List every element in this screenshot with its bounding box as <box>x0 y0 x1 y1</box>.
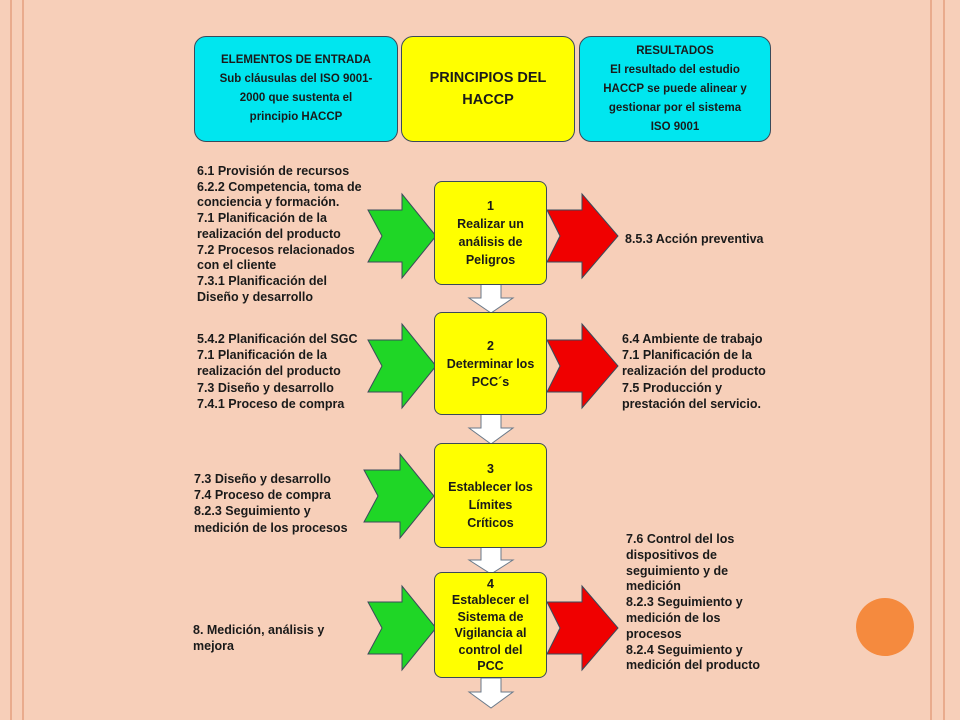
output-arrow-1 <box>546 192 619 280</box>
clause-line: 7.4 Proceso de compra <box>194 488 331 503</box>
clause-line: conciencia y formación. <box>197 195 340 210</box>
clause-line: 6.2.2 Competencia, toma de <box>197 179 362 194</box>
input-clauses-3: 7.3 Diseño y desarrollo 7.4 Proceso de c… <box>194 471 348 536</box>
step-line: Establecer el <box>451 593 530 607</box>
clause-line: 6.4 Ambiente de trabajo <box>622 332 763 346</box>
step-line: 1 <box>487 199 494 213</box>
clause-line: realización del producto <box>197 364 341 379</box>
clause-line: 8.2.4 Seguimiento y <box>626 642 743 657</box>
header-line: HACCP se puede alinear y <box>603 82 747 95</box>
clause-line: realización del producto <box>622 364 766 379</box>
clause-line: 8.5.3 Acción preventiva <box>625 232 764 246</box>
step-line: Establecer los <box>448 479 533 494</box>
clause-line: 6.1 Provisión de recursos <box>197 164 350 178</box>
clause-line: prestación del servicio. <box>622 396 761 411</box>
clause-line: 7.3 Diseño y desarrollo <box>194 472 331 486</box>
clause-line: dispositivos de <box>626 547 717 562</box>
decorative-orange-circle <box>856 598 914 656</box>
step-1-box: 1 Realizar un análisis de Peligros <box>434 181 547 285</box>
frame-line-right-2 <box>943 0 945 720</box>
header-line: El resultado del estudio <box>610 63 740 76</box>
clause-line: con el cliente <box>197 258 277 273</box>
step-line: 2 <box>487 338 494 353</box>
output-clauses-2: 6.4 Ambiente de trabajo 7.1 Planificació… <box>622 331 766 412</box>
step-line: análisis de <box>458 235 523 249</box>
clause-line: procesos <box>626 626 682 641</box>
clause-line: 7.5 Producción y <box>622 380 723 395</box>
clause-line: 5.4.2 Planificación del SGC <box>197 332 358 346</box>
clause-line: medición del producto <box>626 658 761 673</box>
output-clauses-3: 7.6 Control del los dispositivos de segu… <box>626 532 760 674</box>
header-line: HACCP <box>462 92 514 108</box>
results-header-box: RESULTADOS El resultado del estudio HACC… <box>579 36 771 142</box>
input-arrow-3 <box>363 452 435 540</box>
clause-line: medición <box>626 579 681 594</box>
input-arrow-2 <box>367 322 437 410</box>
header-line: 2000 que sustenta el <box>239 92 353 104</box>
down-arrow-3 <box>467 546 515 575</box>
frame-line-left-2 <box>22 0 24 720</box>
input-clauses-2: 5.4.2 Planificación del SGC 7.1 Planific… <box>197 331 357 412</box>
clause-line: 7.2 Procesos relacionados <box>197 242 355 257</box>
header-line: principio HACCP <box>249 111 343 123</box>
clause-line: 7.3.1 Planificación del <box>197 273 327 288</box>
output-arrow-3 <box>546 584 619 672</box>
step-line: Realizar un <box>457 217 524 231</box>
clause-line: 7.1 Planificación de la <box>197 211 327 226</box>
step-3-box: 3 Establecer los Límites Críticos <box>434 443 547 548</box>
output-clauses-1: 8.5.3 Acción preventiva <box>625 232 764 248</box>
clause-line: 8.2.3 Seguimiento y <box>626 595 743 610</box>
input-arrow-1 <box>367 192 437 280</box>
clause-line: Diseño y desarrollo <box>197 289 314 304</box>
step-line: PCC <box>477 659 504 673</box>
clause-line: medición de los procesos <box>194 520 348 535</box>
frame-line-right-1 <box>930 0 932 720</box>
clause-line: seguimiento y de <box>626 563 729 578</box>
clause-line: 8. Medición, análisis y <box>193 623 325 637</box>
clause-line: 7.1 Planificación de la <box>622 348 752 363</box>
clause-line: 7.1 Planificación de la <box>197 348 327 363</box>
clause-line: 7.6 Control del los <box>626 532 735 546</box>
clause-line: medición de los <box>626 610 721 625</box>
header-line: ELEMENTOS DE ENTRADA <box>221 54 371 66</box>
clause-line: 7.4.1 Proceso de compra <box>197 396 345 411</box>
step-line: Peligros <box>465 253 516 267</box>
clause-line: realización del producto <box>197 226 341 241</box>
step-4-box: 4 Establecer el Sistema de Vigilancia al… <box>434 572 547 678</box>
step-line: 3 <box>487 461 494 476</box>
header-line: Sub cláusulas del ISO 9001- <box>219 73 373 85</box>
header-line: ISO 9001 <box>650 120 700 133</box>
input-clauses-4: 8. Medición, análisis y mejora <box>193 622 324 654</box>
down-arrow-2 <box>467 413 515 445</box>
step-line: Vigilancia al <box>454 626 527 640</box>
haccp-principles-header-box: PRINCIPIOS DEL HACCP <box>401 36 575 142</box>
clause-line: 8.2.3 Seguimiento y <box>194 504 311 519</box>
input-clauses-1: 6.1 Provisión de recursos 6.2.2 Competen… <box>197 164 362 305</box>
frame-line-left-1 <box>10 0 12 720</box>
step-line: Límites <box>468 497 513 512</box>
step-line: Sistema de <box>457 609 524 624</box>
input-elements-header-box: ELEMENTOS DE ENTRADA Sub cláusulas del I… <box>194 36 398 142</box>
step-line: Determinar los <box>446 356 535 371</box>
output-arrow-2 <box>546 322 619 410</box>
header-line: RESULTADOS <box>636 44 714 57</box>
clause-line: mejora <box>193 639 234 654</box>
header-line: PRINCIPIOS DEL <box>429 70 547 86</box>
step-2-box: 2 Determinar los PCC´s <box>434 312 547 415</box>
header-line: gestionar por el sistema <box>608 101 742 114</box>
input-arrow-4 <box>367 584 437 672</box>
step-line: control del <box>458 642 523 657</box>
down-arrow-4 <box>467 677 515 709</box>
step-line: Críticos <box>467 515 514 530</box>
clause-line: 7.3 Diseño y desarrollo <box>197 380 334 395</box>
step-line: 4 <box>487 576 494 591</box>
down-arrow-1 <box>467 283 515 314</box>
step-line: PCC´s <box>471 374 510 389</box>
